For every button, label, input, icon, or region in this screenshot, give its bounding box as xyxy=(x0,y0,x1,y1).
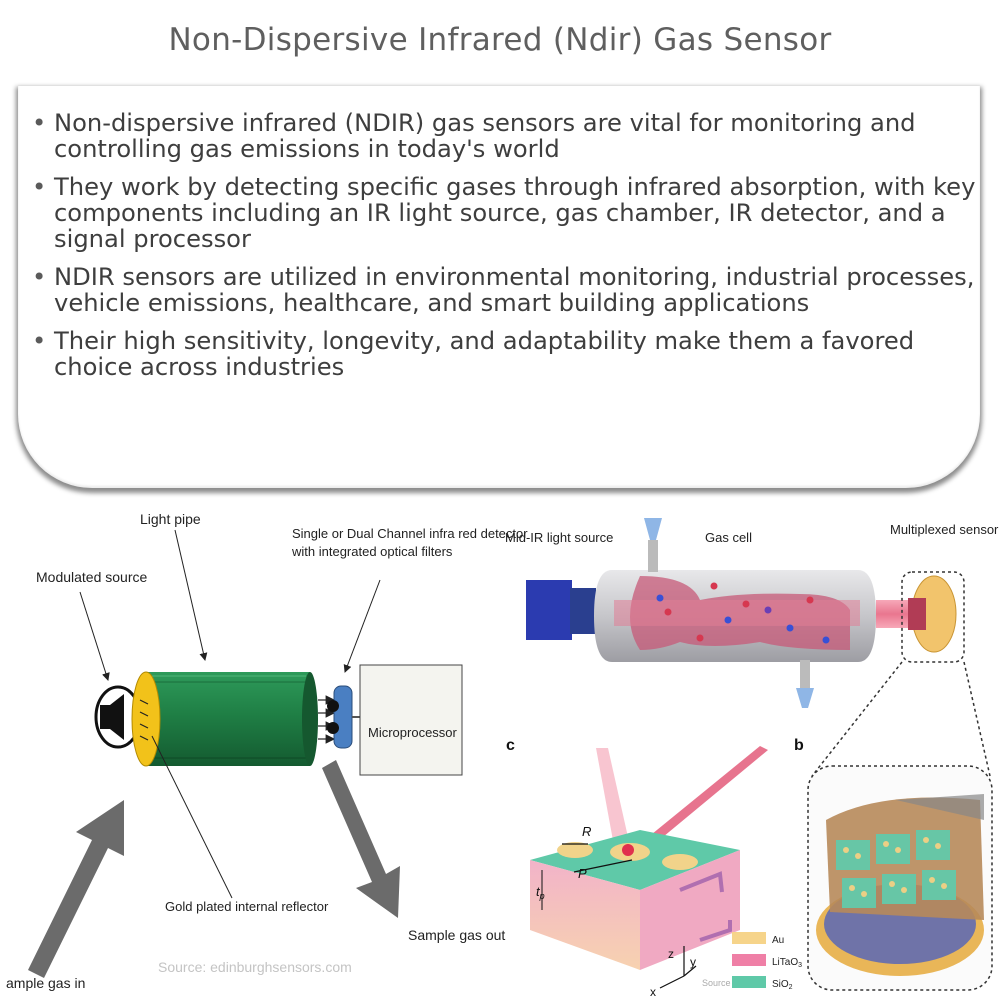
multiplexed-sensor-disk xyxy=(901,571,965,663)
label-R: R xyxy=(582,824,591,839)
light-pipe-tube xyxy=(131,671,318,767)
label-detector-line2: with integrated optical filters xyxy=(291,544,453,559)
label-tp-sub: p xyxy=(539,891,545,901)
bullet-text: Their high sensitivity, longevity, and a… xyxy=(54,327,915,381)
ir-detector xyxy=(327,685,360,749)
multiplexed-sensor-figure: Mid-IR light source Gas cell Multiplexed… xyxy=(505,518,999,999)
bullet-text: NDIR sensors are utilized in environment… xyxy=(54,263,975,317)
gas-out-arrow xyxy=(322,760,400,918)
label-multiplexed-sensor: Multiplexed sensor xyxy=(890,522,999,537)
bullet-text: Non-dispersive infrared (NDIR) gas senso… xyxy=(54,109,916,163)
legend-litao: LiTaO3 xyxy=(772,957,802,969)
label-light-pipe: Light pipe xyxy=(140,511,201,527)
bullet-text: They work by detecting specific gases th… xyxy=(54,173,976,253)
label-tp-main: t xyxy=(536,884,541,899)
axis-y-label: y xyxy=(690,955,696,969)
axis-triad xyxy=(659,946,697,989)
mid-ir-source-block xyxy=(526,580,596,640)
axis-x-label: x xyxy=(650,985,656,999)
legend-sio-sub: 2 xyxy=(789,984,793,991)
label-gas-in: ample gas in xyxy=(6,975,85,991)
axis-z-label: z xyxy=(668,947,674,961)
ndir-sensor-schematic: Light pipe Single or Dual Channel infra … xyxy=(6,511,528,991)
bullet-dot: • xyxy=(32,109,47,137)
label-modulated-source: Modulated source xyxy=(36,569,148,585)
page-title: Non-Dispersive Infrared (Ndir) Gas Senso… xyxy=(168,22,832,58)
bullet-list: •Non-dispersive infrared (NDIR) gas sens… xyxy=(32,110,977,392)
label-microprocessor: Microprocessor xyxy=(368,725,458,740)
legend-swatch-au xyxy=(732,932,766,944)
legend-au: Au xyxy=(772,935,784,946)
bullet-item: •NDIR sensors are utilized in environmen… xyxy=(32,264,977,316)
legend-litao-sub: 3 xyxy=(798,962,802,969)
label-tp: tp xyxy=(536,884,545,901)
ir-output-arrows xyxy=(318,695,336,744)
plasmonic-chip xyxy=(530,746,768,970)
label-gas-cell: Gas cell xyxy=(705,530,752,545)
sensor-array-closeup xyxy=(807,765,993,991)
bullet-item: •Their high sensitivity, longevity, and … xyxy=(32,328,977,380)
label-gas-out: Sample gas out xyxy=(408,927,505,943)
label-P: P xyxy=(578,866,587,881)
microprocessor-box xyxy=(359,664,463,776)
bullet-item: •Non-dispersive infrared (NDIR) gas sens… xyxy=(32,110,977,162)
label-reflector: Gold plated internal reflector xyxy=(165,899,329,914)
label-mid-ir-source: Mid-IR light source xyxy=(505,530,613,545)
panel-b-label: b xyxy=(794,737,804,754)
diagram-figure: Light pipe Single or Dual Channel infra … xyxy=(6,511,999,999)
legend-sio-main: SiO xyxy=(772,979,789,990)
zoom-line-right xyxy=(963,661,991,777)
pointer-reflector xyxy=(151,735,233,899)
zoom-line-left xyxy=(811,661,903,777)
legend-sio: SiO2 xyxy=(772,979,793,991)
legend-litao-main: LiTaO xyxy=(772,957,798,968)
bullet-dot: • xyxy=(32,327,47,355)
bullet-item: •They work by detecting specific gases t… xyxy=(32,174,977,252)
source-credit: Source: edinburghsensors.com xyxy=(158,959,352,975)
bullet-dot: • xyxy=(32,173,47,201)
legend-swatch-litao xyxy=(732,954,766,966)
source-credit-small: Source xyxy=(702,978,731,988)
pointer-detector xyxy=(343,579,381,673)
gas-in-arrow xyxy=(28,800,124,978)
bullet-dot: • xyxy=(32,263,47,291)
ir-beam-out xyxy=(876,600,910,628)
pointer-modulated-source xyxy=(79,591,110,681)
pointer-light-pipe xyxy=(174,529,208,661)
summary-card xyxy=(18,86,980,488)
material-legend xyxy=(732,932,766,988)
gas-cell-tube xyxy=(594,518,876,708)
label-detector-line1: Single or Dual Channel infra red detecto… xyxy=(292,526,528,541)
legend-swatch-sio xyxy=(732,976,766,988)
panel-c-label: c xyxy=(506,737,515,754)
